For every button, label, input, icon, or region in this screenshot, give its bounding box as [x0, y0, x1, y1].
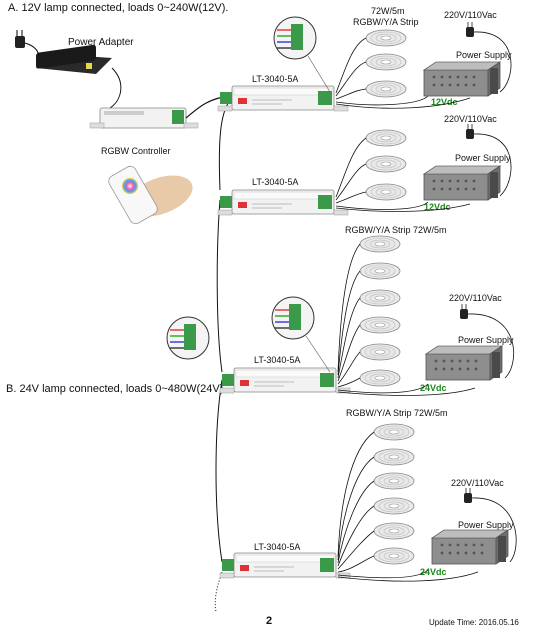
rgbw-controller-label: RGBW Controller: [101, 146, 171, 156]
mains-3-label: 220V/110Vac: [449, 293, 502, 303]
voltage-1-label: 12Vdc: [431, 97, 458, 107]
led-reel-icon: [359, 235, 401, 387]
amplifier-3: [219, 367, 351, 394]
power-supply-2-label: Power Supply: [455, 153, 511, 163]
power-supply-1-label: Power Supply: [456, 50, 512, 60]
voltage-4-label: 24Vdc: [420, 567, 447, 577]
update-time: Update Time: 2016.05.16: [429, 618, 519, 627]
strip-4-label: RGBW/Y/A Strip 72W/5m: [346, 408, 448, 418]
voltage-3-label: 24Vdc: [420, 383, 447, 393]
remote-control-icon: [108, 165, 193, 225]
mains-2-label: 220V/110Vac: [444, 114, 497, 124]
mains-4-label: 220V/110Vac: [451, 478, 504, 488]
heading-section-a: A. 12V lamp connected, loads 0~240W(12V)…: [8, 2, 229, 14]
power-adapter-label: Power Adapter: [68, 37, 134, 48]
power-supply-icon: [425, 345, 503, 381]
amplifier-2: [217, 189, 349, 216]
power-supply-icon: [431, 529, 509, 565]
power-supply-3-label: Power Supply: [458, 335, 514, 345]
power-plug-icon: [459, 303, 469, 320]
voltage-2-label: 12Vdc: [424, 202, 451, 212]
terminal-zoom-icon: [273, 16, 317, 60]
mains-1-label: 220V/110Vac: [444, 10, 497, 20]
power-plug-icon: [465, 123, 475, 140]
amplifier-3-label: LT-3040-5A: [254, 355, 301, 365]
power-plug-icon: [465, 21, 475, 38]
rgbw-controller-device: [89, 107, 199, 129]
strip-3-label: RGBW/Y/A Strip 72W/5m: [345, 225, 447, 235]
power-supply-icon: [423, 61, 501, 97]
led-reel-icon: [365, 129, 407, 201]
power-supply-icon: [423, 165, 501, 201]
power-adapter-icon: [36, 44, 112, 74]
led-reel-icon: [373, 423, 415, 565]
page-number: 2: [266, 615, 273, 627]
amplifier-2-label: LT-3040-5A: [252, 177, 299, 187]
power-plug-icon: [463, 487, 473, 504]
amplifier-4: [219, 552, 351, 579]
amplifier-1-label: LT-3040-5A: [252, 74, 299, 84]
led-reel-icon: [365, 29, 407, 98]
amplifier-4-label: LT-3040-5A: [254, 542, 301, 552]
power-plug-icon: [15, 30, 39, 59]
strip-1-type-label: RGBW/Y/A Strip: [353, 17, 419, 27]
strip-1-watt-label: 72W/5m: [371, 6, 405, 16]
terminal-zoom-icon: [271, 296, 315, 340]
terminal-zoom-icon: [166, 316, 210, 360]
heading-section-b: B. 24V lamp connected, loads 0~480W(24V)…: [6, 383, 227, 395]
power-supply-4-label: Power Supply: [458, 520, 514, 530]
